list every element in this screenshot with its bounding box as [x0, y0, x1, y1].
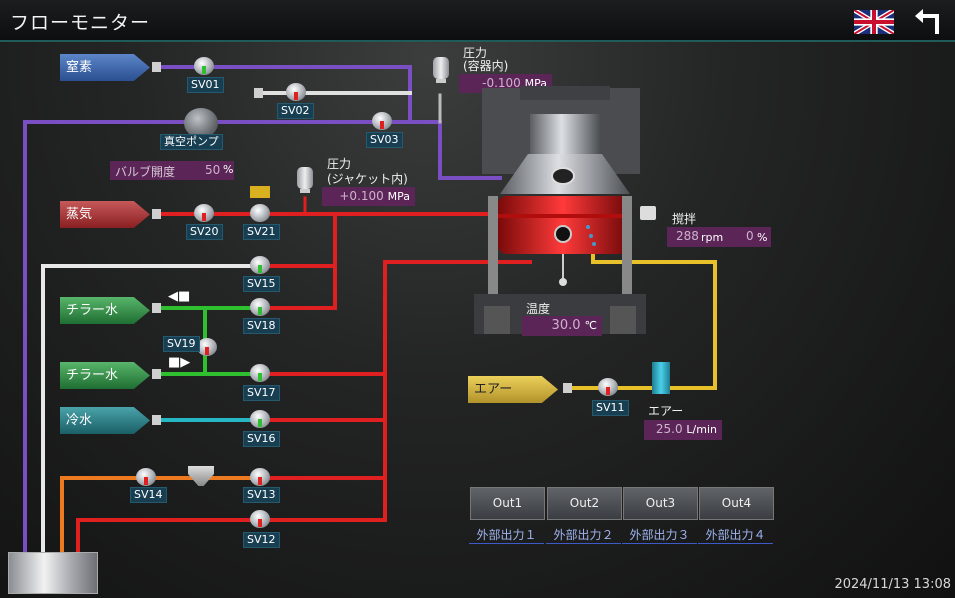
reactor-vessel [474, 86, 646, 334]
flow-left-arrow-icon: ◀■ [168, 289, 191, 304]
out1-button[interactable]: Out1 [470, 487, 545, 520]
valve-sv03[interactable] [368, 110, 396, 132]
valve-label-sv15: SV15 [243, 276, 280, 292]
valve-sv12[interactable] [246, 508, 274, 530]
valve-sv11[interactable] [594, 376, 622, 398]
air-flow-unit: L/min [686, 423, 717, 436]
valve-sv02[interactable] [282, 81, 310, 103]
temperature-panel: 30.0 ℃ [522, 316, 602, 336]
pressure-gauge-icon [433, 57, 449, 83]
temperature-unit: ℃ [584, 319, 597, 332]
valve-opening-value: 50 [205, 163, 221, 177]
air-flow-panel: 25.0 L/min [644, 420, 722, 440]
valve-label-sv02: SV02 [277, 103, 314, 119]
valve-sv21[interactable] [246, 202, 274, 224]
source-cold-water: 冷水 [60, 407, 150, 434]
valve-label-sv13: SV13 [243, 487, 280, 503]
out4-label: 外部出力４ [698, 527, 773, 544]
source-nitrogen: 窒素 [60, 54, 150, 81]
pressure-jacket-label: 圧力 [327, 157, 352, 171]
valve-label-sv18: SV18 [243, 318, 280, 334]
out2-button[interactable]: Out2 [547, 487, 622, 520]
stirring-percent-unit: % [757, 231, 768, 244]
pressure-jacket-panel: +0.100 MPa [322, 187, 415, 206]
collection-tank [8, 552, 98, 594]
title-bar: フローモニター [0, 0, 955, 42]
pressure-jacket-sub: (ジャケット内) [327, 172, 408, 186]
valve-sv13[interactable] [246, 466, 274, 488]
out4-button[interactable]: Out4 [699, 487, 774, 520]
source-steam: 蒸気 [60, 201, 150, 228]
vacuum-pump-icon[interactable] [184, 108, 218, 138]
valve-sv14[interactable] [132, 466, 160, 488]
valve-sv21-actuator [250, 186, 270, 198]
air-flow-value: 25.0 [655, 422, 683, 436]
out3-label: 外部出力３ [622, 527, 697, 544]
valve-opening-unit: % [223, 163, 234, 176]
flow-right-arrow-icon: ■▶ [168, 355, 191, 370]
datetime: 2024/11/13 13:08 [834, 577, 951, 592]
pressure-jacket-value: +0.100 [339, 189, 384, 203]
valve-label-sv11: SV11 [592, 400, 629, 416]
source-chiller-water-1: チラー水 [60, 297, 150, 324]
stirring-rpm-value: 288 [676, 229, 699, 243]
source-chiller-water-2: チラー水 [60, 362, 150, 389]
valve-sv19[interactable] [193, 336, 221, 358]
valve-opening-panel: バルブ開度 50 % [110, 161, 234, 180]
stirring-label: 撹拌 [672, 212, 697, 226]
pressure-gauge-icon [297, 167, 313, 193]
pressure-jacket-unit: MPa [387, 190, 410, 203]
valve-label-sv17: SV17 [243, 385, 280, 401]
motor-connector-icon [640, 206, 656, 220]
valve-label-sv03: SV03 [366, 132, 403, 148]
air-flow-label: エアー [648, 404, 684, 418]
air-flowmeter-icon [652, 362, 670, 394]
valve-label-sv01: SV01 [187, 77, 224, 93]
stirring-rpm-unit: rpm [701, 231, 724, 244]
temperature-value: 30.0 [551, 318, 581, 333]
pressure-vessel-label: 圧力 [463, 46, 488, 60]
valve-label-sv12: SV12 [243, 532, 280, 548]
out3-button[interactable]: Out3 [623, 487, 698, 520]
valve-sv20[interactable] [190, 202, 218, 224]
pressure-vessel-sub: (容器内) [463, 59, 509, 73]
page-title: フローモニター [10, 12, 151, 34]
valve-sv18[interactable] [246, 296, 274, 318]
valve-label-sv14: SV14 [130, 487, 167, 503]
strainer-icon [188, 466, 214, 486]
stirring-percent-value: 0 [746, 229, 754, 243]
return-arrow-icon[interactable] [913, 8, 943, 36]
valve-label-sv20: SV20 [186, 224, 223, 240]
valve-sv16[interactable] [246, 408, 274, 430]
source-air: エアー [468, 376, 558, 403]
uk-flag-icon[interactable] [854, 10, 894, 34]
valve-sv17[interactable] [246, 362, 274, 384]
stirring-panel: 288 rpm 0 % [667, 227, 771, 247]
pressure-vessel-value: -0.100 [482, 76, 521, 90]
valve-opening-label: バルブ開度 [115, 165, 176, 179]
valve-label-sv19: SV19 [163, 336, 200, 352]
out2-label: 外部出力２ [546, 527, 621, 544]
valve-sv15[interactable] [246, 254, 274, 276]
temperature-label: 温度 [526, 302, 551, 316]
valve-label-sv21: SV21 [243, 224, 280, 240]
valve-label-sv16: SV16 [243, 431, 280, 447]
valve-sv01[interactable] [190, 55, 218, 77]
vacuum-pump-label: 真空ポンプ [160, 134, 223, 150]
out1-label: 外部出力１ [469, 527, 544, 544]
